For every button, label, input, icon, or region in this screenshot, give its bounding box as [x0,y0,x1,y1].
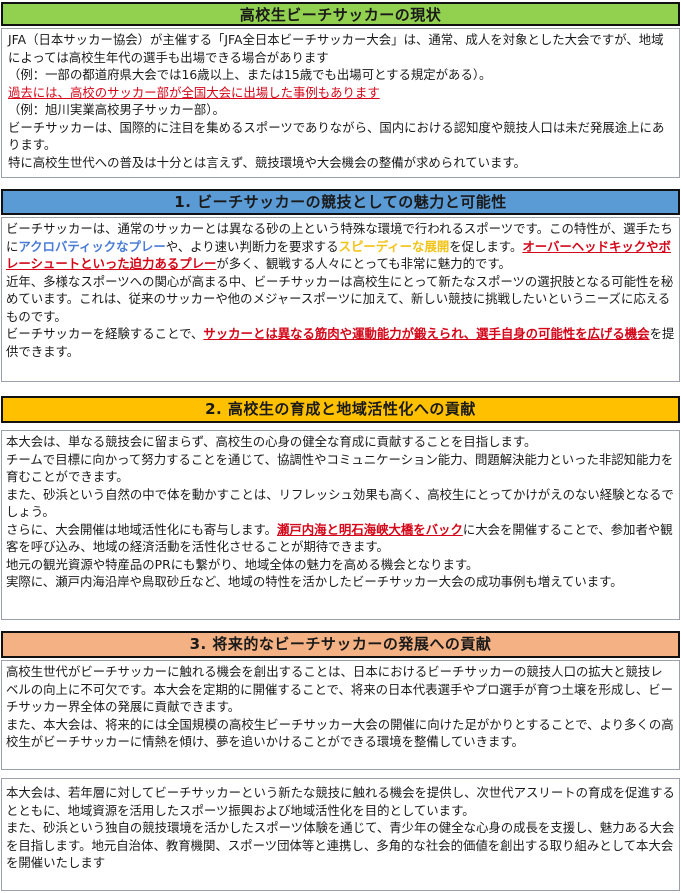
highlighted-text: 瀬戸内海と明石海峡大橋をバック [276,521,463,537]
paragraph: （例：旭川実業高校男子サッカー部）。 [8,101,675,119]
paragraph: ビーチサッカーを経験することで、サッカーとは異なる筋肉や運動能力が鍛えられ、選手… [6,325,675,360]
paragraph: さらに、大会開催は地域活性化にも寄与します。瀬戸内海と明石海峡大橋をバックに大会… [6,521,675,556]
text-run: ビーチサッカーは、通常のサッカーとは異なる砂の上という特殊な環境で行われるスポー… [6,221,673,254]
text-run: （例：一部の都道府県大会では16歳以上、または15歳でも出場可とする規定がある）… [8,67,492,82]
text-run: に大会を開催することで、参加者や観客を呼び込み、地域の経済活動を活性化させること… [6,521,673,555]
highlighted-text: オーバーヘッドキックやボレーシュートといった迫力あるプレー [6,238,671,272]
text-run: 高校生世代がビーチサッカーに触れる機会を創出することは、日本におけるビーチサッカ… [6,664,673,714]
paragraph: 地元の観光資源や特産品のPRにも繋がり、地域全体の魅力を高める機会となります。 [6,556,675,574]
paragraph: 特に高校生世代への普及は十分とは言えず、競技環境や大会機会の整備が求められていま… [8,154,675,172]
paragraph: また、砂浜という自然の中で体を動かすことは、リフレッシュ効果も高く、高校生にとっ… [6,486,675,521]
text-run: ビーチサッカーは、国際的に注目を集めるスポーツでありながら、国内における認知度や… [8,119,665,153]
paragraph: 過去には、高校のサッカー部が全国大会に出場した事例もあります [8,84,675,102]
paragraph: チームで目標に向かって努力することを通じて、協調性やコミュニケーション能力、問題… [6,451,675,486]
highlighted-text: スピーディーな展開 [338,238,450,254]
paragraph: ビーチサッカーは、国際的に注目を集めるスポーツでありながら、国内における認知度や… [8,119,675,154]
text-run: 本大会は、単なる競技会に留まらず、高校生の心身の健全な育成に貢献することを目指し… [6,434,537,449]
text-run: が多く、観戦する人々にとっても非常に魅力的です。 [216,256,511,271]
section-body-appeal: ビーチサッカーは、通常のサッカーとは異なる砂の上という特殊な環境で行われるスポー… [1,217,680,382]
paragraph: ビーチサッカーは、通常のサッカーとは異なる砂の上という特殊な環境で行われるスポー… [6,220,675,273]
paragraph: 高校生世代がビーチサッカーに触れる機会を創出することは、日本におけるビーチサッカ… [6,663,675,716]
text-run: また、砂浜という独自の競技環境を活かしたスポーツ体験を通じて、青少年の健全な心身… [6,820,675,870]
text-run: JFA（日本サッカー協会）が主催する「JFA全日本ビーチサッカー大会」は、通常、… [8,32,664,65]
section-body-summary: 本大会は、若年層に対してビーチサッカーという新たな競技に触れる機会を提供し、次世… [1,778,680,891]
text-run: また、砂浜という自然の中で体を動かすことは、リフレッシュ効果も高く、高校生にとっ… [6,486,674,520]
paragraph: 本大会は、単なる競技会に留まらず、高校生の心身の健全な育成に貢献することを目指し… [6,433,675,451]
text-run: 特に高校生世代への普及は十分とは言えず、競技環境や大会機会の整備が求められていま… [8,154,526,170]
text-run: 本大会は、若年層に対してビーチサッカーという新たな競技に触れる機会を提供し、次世… [6,785,675,818]
highlighted-text: サッカーとは異なる筋肉や運動能力が鍛えられ、選手自身の可能性を広げる機会 [203,326,650,341]
highlighted-text: 過去には、高校のサッカー部が全国大会に出場した事例もあります [8,84,380,100]
text-run: ビーチサッカーを経験することで、 [6,326,204,341]
section-heading-future-development: 3. 将来的なビーチサッカーの発展への貢献 [1,631,680,658]
paragraph: 近年、多様なスポーツへの関心が高まる中、ビーチサッカーは高校生にとって新たなスポ… [6,273,675,326]
text-run: 実際に、瀬戸内海沿岸や鳥取砂丘など、地域の特性を活かしたビーチサッカー大会の成功… [6,574,623,589]
text-run: また、本大会は、将来的には全国規模の高校生ビーチサッカー大会の開催に向けた足がか… [6,716,674,750]
text-run: を促します。 [449,238,523,254]
section-heading-youth-development: 2. 高校生の育成と地域活性化への貢献 [1,396,680,423]
paragraph: 実際に、瀬戸内海沿岸や鳥取砂丘など、地域の特性を活かしたビーチサッカー大会の成功… [6,573,675,591]
section-heading-appeal: 1. ビーチサッカーの競技としての魅力と可能性 [1,189,680,215]
paragraph: 本大会は、若年層に対してビーチサッカーという新たな競技に触れる機会を提供し、次世… [6,784,675,819]
section-body-future-development: 高校生世代がビーチサッカーに触れる機会を創出することは、日本におけるビーチサッカ… [1,660,680,770]
text-run: 地元の観光資源や特産品のPRにも繋がり、地域全体の魅力を高める機会となります。 [6,556,479,572]
paragraph: （例：一部の都道府県大会では16歳以上、または15歳でも出場可とする規定がある）… [8,66,675,84]
paragraph: また、本大会は、将来的には全国規模の高校生ビーチサッカー大会の開催に向けた足がか… [6,716,675,751]
highlighted-text: アクロバティックなプレー [18,238,166,254]
text-run: （例：旭川実業高校男子サッカー部）。 [8,102,225,117]
section-body-youth-development: 本大会は、単なる競技会に留まらず、高校生の心身の健全な育成に貢献することを目指し… [1,430,680,620]
paragraph: JFA（日本サッカー協会）が主催する「JFA全日本ビーチサッカー大会」は、通常、… [8,31,675,66]
section-heading-current-status: 高校生ビーチサッカーの現状 [1,2,680,26]
text-run: 近年、多様なスポーツへの関心が高まる中、ビーチサッカーは高校生にとって新たなスポ… [6,273,674,324]
text-run: チームで目標に向かって努力することを通じて、協調性やコミュニケーション能力、問題… [6,451,674,485]
paragraph: また、砂浜という独自の競技環境を活かしたスポーツ体験を通じて、青少年の健全な心身… [6,819,675,872]
text-run: や、より速い判断力を要求する [165,238,339,254]
text-run: を提供できます。 [6,326,675,359]
text-run: さらに、大会開催は地域活性化にも寄与します。 [6,521,277,537]
section-body-current-status: JFA（日本サッカー協会）が主催する「JFA全日本ビーチサッカー大会」は、通常、… [1,28,680,178]
